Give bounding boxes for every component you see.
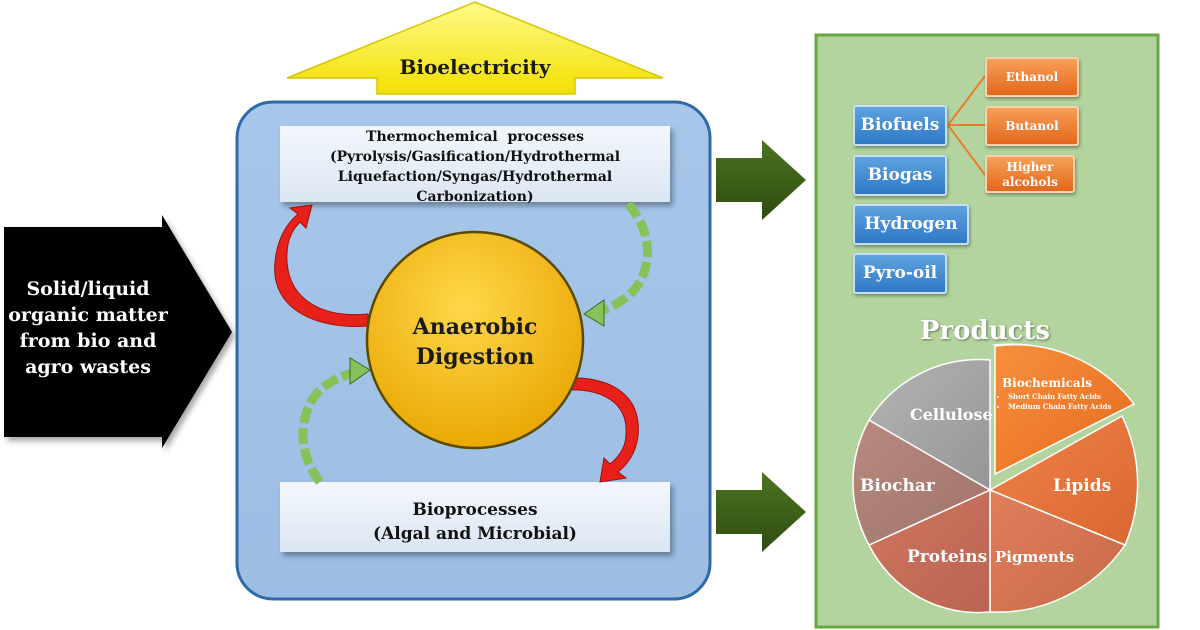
input-arrow: [4, 215, 232, 448]
biochemicals-list: Short Chain Fatty Acids Medium Chain Fat…: [998, 392, 1120, 412]
ethanol-box: Ethanol: [985, 57, 1079, 97]
pie-label-proteins: Proteins: [907, 547, 988, 567]
thermochemical-box: [280, 126, 670, 202]
pie-slice-biochar: [852, 418, 992, 546]
thermochemical-line-4: Carbonization): [416, 189, 534, 205]
thermochemical-label: Thermochemical processes (Pyrolysis/Gasi…: [280, 127, 670, 207]
bioprocesses-label: Bioprocesses (Algal and Microbial): [280, 498, 670, 546]
thermochemical-line-2: (Pyrolysis/Gasification/Hydrothermal: [329, 149, 621, 165]
pyro-oil-box: Pyro-oil: [853, 253, 947, 294]
green-curved-arrow-lower: [298, 367, 359, 485]
green-arrowhead-lower: [349, 357, 371, 385]
red-curved-arrow-upper: [274, 204, 369, 327]
pie-label-biochar: Biochar: [860, 476, 935, 496]
pie-slice-lipids: [988, 414, 1139, 546]
green-curved-arrow-upper: [594, 200, 652, 317]
bioelectricity-arrow: [286, 1, 664, 95]
higher-alcohols-box: Higher alcohols: [985, 155, 1075, 193]
flow-arrow-lower: [716, 472, 806, 552]
biochem-bullet-scfa: Short Chain Fatty Acids: [1008, 392, 1120, 401]
pie-label-lipids: Lipids: [1053, 476, 1112, 496]
thermochemical-line-3: Liquefaction/Syngas/Hydrothermal: [337, 169, 613, 185]
butanol-box: Butanol: [985, 106, 1079, 146]
bioprocesses-box: [280, 482, 670, 552]
pie-slice-pigments: [989, 488, 1127, 613]
ad-line-2: Digestion: [415, 344, 535, 370]
flow-arrow-upper: [716, 140, 806, 220]
ad-line-1: Anaerobic: [412, 314, 538, 340]
pie-label-biochemicals: Biochemicals: [1002, 376, 1093, 390]
bioelectricity-label: Bioelectricity: [399, 55, 551, 79]
pie-label-pigments: Pigments: [995, 548, 1075, 566]
pie-slice-proteins: [867, 488, 991, 614]
biofuels-box: Biofuels: [853, 105, 947, 146]
input-label: Solid/liquid organic matter from bio and…: [8, 278, 168, 378]
anaerobic-digestion-label: Anaerobic Digestion: [370, 312, 580, 372]
anaerobic-digestion-circle: [365, 230, 585, 450]
products-title: Products: [919, 316, 1051, 346]
green-arrowhead-upper: [583, 299, 605, 327]
thermochemical-line-1: Thermochemical processes: [366, 129, 584, 145]
hydrogen-box: Hydrogen: [853, 204, 969, 245]
bioprocesses-line-1: Bioprocesses: [412, 500, 538, 520]
red-curved-arrow-lower: [565, 377, 639, 483]
pie-slice-biochemicals-exploded: [994, 343, 1136, 476]
pie-slice-cellulose: [867, 358, 991, 492]
alcohol-connectors: [947, 75, 986, 176]
biogas-box: Biogas: [853, 155, 947, 196]
products-pie: [852, 343, 1139, 614]
pie-label-cellulose: Cellulose: [910, 405, 993, 424]
bioprocesses-line-2: (Algal and Microbial): [373, 524, 577, 544]
biochem-bullet-mcfa: Medium Chain Fatty Acids: [1008, 402, 1120, 411]
